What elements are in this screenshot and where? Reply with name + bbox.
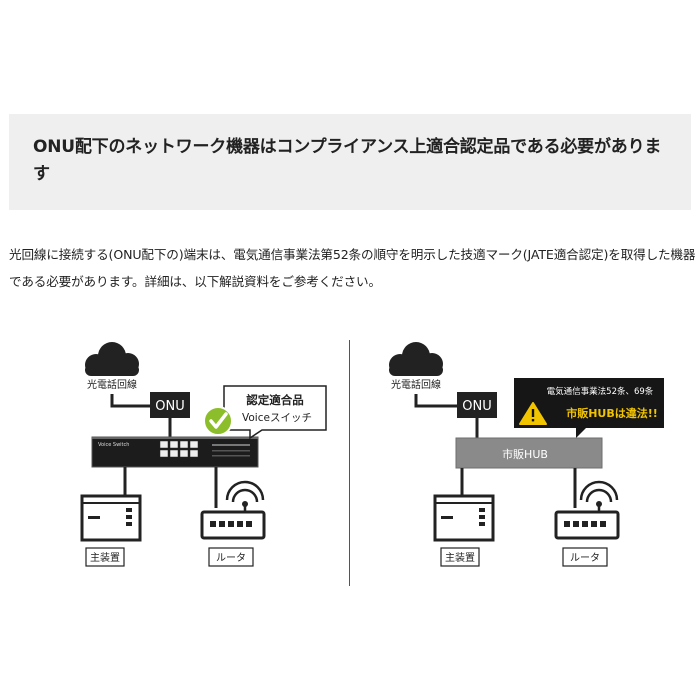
device1-label: 主装置: [90, 551, 120, 564]
device2-label: ルータ: [216, 552, 246, 564]
cloud-label: 光電話回線: [87, 378, 137, 391]
voice-switch: Voice Switch: [91, 436, 259, 468]
device1-label-right: 主装置: [445, 551, 475, 564]
warning-text: 市販HUBは違法!!: [566, 406, 658, 420]
hub-box: [455, 437, 603, 469]
cloud-onu-line: [110, 394, 150, 408]
left-diagram: 光電話回線 ONU Voice Switch 認定適合品: [80, 342, 327, 567]
device2-label-right: ルータ: [570, 552, 600, 564]
warning-title: 電気通信事業法52条、69条: [547, 386, 654, 397]
check-icon: [203, 406, 233, 436]
switch-brand: Voice Switch: [98, 442, 129, 448]
certified-callout: 認定適合品 Voiceスイッチ: [223, 385, 327, 440]
onu-label-right: ONU: [462, 399, 491, 414]
onu-label: ONU: [155, 399, 184, 414]
device1-label-box: [85, 547, 125, 567]
switch-ports: [159, 440, 199, 458]
network-diagram: 光電話回線 ONU Voice Switch 認定適合品: [80, 342, 664, 567]
warning-icon: [519, 402, 547, 425]
intro-paragraph: 光回線に接続する(ONU配下の)端末は、電気通信事業法第52条の順守を明示した技…: [9, 247, 696, 289]
onu-box-right: [457, 392, 497, 418]
callout-subtitle: Voiceスイッチ: [242, 412, 312, 424]
warning-callout: 電気通信事業法52条、69条 市販HUBは違法!!: [514, 378, 664, 438]
device2-label-box-right: [562, 547, 608, 567]
main-unit-icon-right: [433, 494, 495, 542]
onu-box: [150, 392, 190, 418]
main-unit-icon: [80, 494, 142, 542]
heading-box: ONU配下のネットワーク機器はコンプライアンス上適合認定品である必要があります: [9, 114, 691, 210]
device1-label-box-right: [440, 547, 480, 567]
cloud-icon-right: [389, 342, 443, 376]
cloud-onu-line-right: [414, 394, 457, 408]
diagram-divider: [349, 340, 350, 586]
router-icon: [200, 480, 266, 540]
right-diagram: 光電話回線 ONU 電気通信事業法52条、69条 市販HUBは違法!! 市販HU…: [389, 342, 664, 567]
cloud-label-right: 光電話回線: [391, 378, 441, 391]
device2-label-box: [208, 547, 254, 567]
callout-title: 認定適合品: [246, 393, 304, 407]
router-icon-right: [554, 480, 620, 540]
cloud-icon: [85, 342, 139, 376]
hub-label: 市販HUB: [502, 447, 548, 461]
page-heading: ONU配下のネットワーク機器はコンプライアンス上適合認定品である必要があります: [33, 137, 662, 184]
